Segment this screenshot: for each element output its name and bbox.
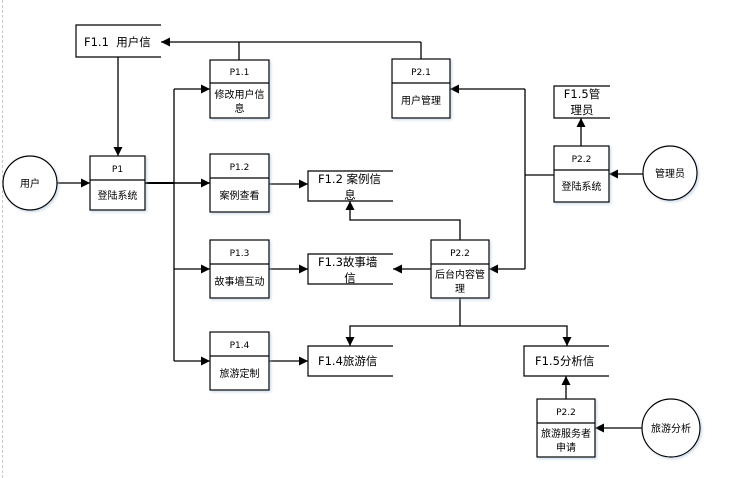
- entity-admin-label: 管理员: [655, 167, 685, 180]
- datastore-label-line2: 信: [344, 271, 356, 285]
- flow-backend-to-f15-analysis: [460, 325, 572, 346]
- process-name: 登陆系统: [98, 189, 138, 202]
- datastore-f1-5-analysis[interactable]: F1.5分析信: [523, 345, 609, 377]
- process-p2-2-backend[interactable]: P2.2 后台内容管 理: [430, 239, 490, 299]
- process-p1-2[interactable]: P1.2 案例查看: [209, 153, 270, 213]
- process-p1-1[interactable]: P1.1 修改用户信 息: [209, 59, 270, 119]
- process-name: 登陆系统: [562, 180, 602, 193]
- entity-travel-analysis-label: 旅游分析: [651, 422, 691, 435]
- process-name-line2: 息: [235, 102, 245, 115]
- process-name: 旅游定制: [220, 367, 260, 380]
- process-p2-2-login[interactable]: P2.2 登陆系统: [553, 145, 610, 203]
- process-p2-2-apply[interactable]: P2.2 旅游服务者 申请: [536, 398, 596, 458]
- datastore-f1-5-admin[interactable]: F1.5管 理员: [553, 85, 610, 119]
- process-p1-3[interactable]: P1.3 故事墙互动: [209, 239, 270, 299]
- process-id: P2.2: [572, 155, 592, 165]
- process-name: 用户管理: [401, 94, 441, 107]
- datastore-label-line1: F1.5管: [564, 87, 600, 101]
- process-id: P1.4: [230, 341, 250, 351]
- datastore-label: F1.5分析信: [535, 354, 594, 368]
- process-p1[interactable]: P1 登陆系统: [89, 155, 146, 211]
- entity-admin[interactable]: 管理员: [642, 145, 698, 201]
- entity-user[interactable]: 用户: [2, 155, 58, 211]
- process-id: P2.1: [411, 68, 431, 78]
- process-id: P1: [112, 165, 123, 175]
- entity-travel-analysis[interactable]: 旅游分析: [641, 398, 701, 458]
- datastore-label-line2: 息: [344, 188, 356, 202]
- datastore-f1-1[interactable]: F1.1 用户信: [75, 24, 161, 58]
- datastore-f1-4[interactable]: F1.4旅游信: [307, 345, 393, 377]
- datastore-label-line1: F1.3故事墙: [318, 255, 378, 269]
- process-name-line2: 理: [455, 283, 465, 295]
- process-p1-4[interactable]: P1.4 旅游定制: [209, 331, 270, 391]
- process-name-line1: 旅游服务者: [541, 427, 591, 440]
- process-name: 故事墙互动: [215, 275, 265, 288]
- process-id: P2.2: [556, 408, 576, 418]
- datastore-label-line1: F1.2 案例信: [318, 172, 381, 186]
- page-margin-rule: [2, 0, 3, 478]
- process-name: 案例查看: [220, 189, 260, 202]
- process-id: P1.2: [230, 163, 250, 173]
- process-id: P1.3: [230, 249, 250, 259]
- flow-lines: [57, 37, 643, 433]
- datastore-label: F1.4旅游信: [318, 354, 377, 368]
- process-p2-1[interactable]: P2.1 用户管理: [391, 58, 451, 119]
- entity-user-label: 用户: [20, 177, 40, 190]
- datastore-label-line2: 理员: [571, 103, 594, 117]
- flow-backend-to-f12: [345, 201, 461, 240]
- datastore-f1-3[interactable]: F1.3故事墙 信: [307, 253, 393, 285]
- process-name-line2: 申请: [556, 441, 576, 454]
- process-name-line1: 后台内容管: [435, 268, 485, 281]
- process-id: P1.1: [230, 68, 250, 78]
- process-name-line1: 修改用户信: [215, 88, 265, 101]
- datastore-f1-2[interactable]: F1.2 案例信 息: [307, 170, 393, 202]
- process-id: P2.2: [450, 249, 470, 259]
- datastore-label: F1.1 用户信: [84, 35, 151, 49]
- flow-backend-to-f14: [345, 325, 460, 346]
